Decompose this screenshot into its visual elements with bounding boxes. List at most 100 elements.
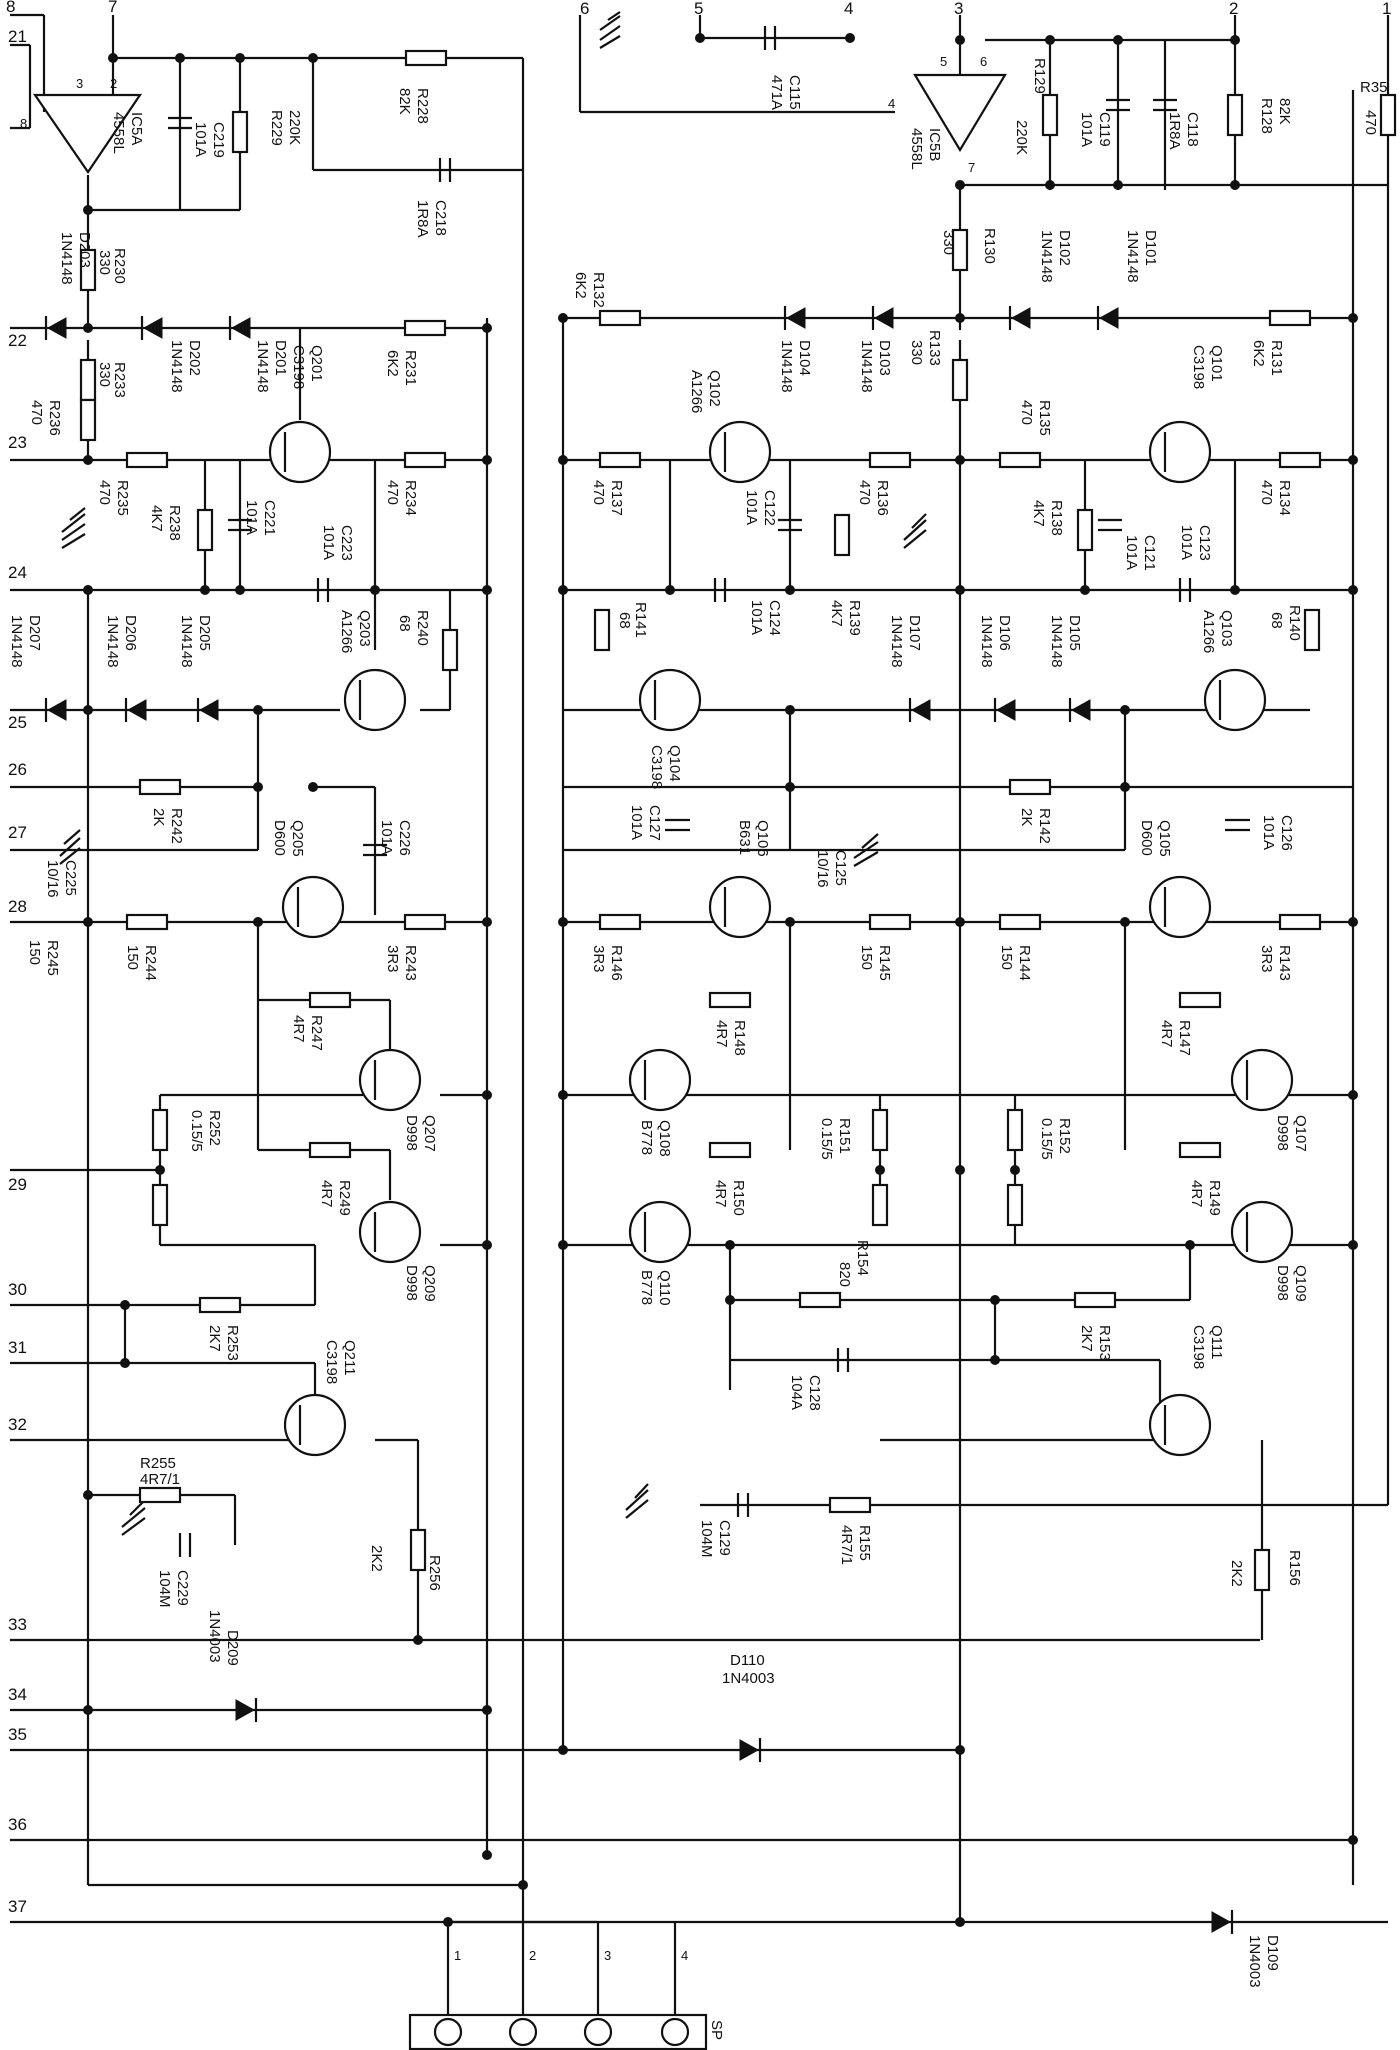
svg-text:R238: R238 bbox=[166, 505, 183, 541]
edge-pin: 1 bbox=[1382, 0, 1391, 18]
svg-text:R228: R228 bbox=[414, 88, 431, 124]
svg-text:4R7: 4R7 bbox=[1158, 1020, 1175, 1048]
svg-text:Q205: Q205 bbox=[289, 820, 306, 857]
svg-text:220K: 220K bbox=[1013, 120, 1030, 155]
capacitor-c124: C124 101A bbox=[713, 578, 783, 636]
svg-text:Q101: Q101 bbox=[1208, 345, 1225, 382]
diode-d205: D205 1N4148 bbox=[178, 615, 219, 722]
svg-text:R35: R35 bbox=[1360, 79, 1388, 96]
diode-d106: D106 1N4148 bbox=[978, 615, 1016, 722]
svg-text:D110: D110 bbox=[730, 1652, 765, 1669]
edge-pin: 22 bbox=[8, 331, 27, 350]
svg-text:C3198: C3198 bbox=[323, 1340, 340, 1384]
resistor-r139: R139 4K7 bbox=[828, 513, 863, 636]
resistor-r148: R148 4R7 bbox=[708, 991, 752, 1056]
capacitor-c225: C225 10/16 bbox=[44, 860, 79, 898]
svg-text:Q111: Q111 bbox=[1208, 1325, 1225, 1359]
svg-text:4K7: 4K7 bbox=[148, 505, 165, 532]
svg-text:A1266: A1266 bbox=[688, 370, 705, 413]
edge-pin: 21 bbox=[8, 27, 27, 46]
capacitors: C219 101A C218 1R8A C221 101A C223 101A … bbox=[44, 26, 1295, 1608]
svg-text:101A: 101A bbox=[320, 525, 337, 560]
transistor-q201: Q201 C3198 bbox=[268, 345, 332, 484]
edge-pin: 29 bbox=[8, 1175, 27, 1194]
resistor-r143: R143 3R3 bbox=[1258, 913, 1322, 981]
transistor-q111: Q111 C3198 bbox=[1148, 1325, 1225, 1457]
svg-text:3R3: 3R3 bbox=[384, 945, 401, 973]
svg-text:1N4148: 1N4148 bbox=[178, 615, 195, 668]
resistor-r133: R133 330 bbox=[908, 330, 969, 402]
transistor-q209: Q209 D998 bbox=[358, 1200, 438, 1302]
svg-text:10/16: 10/16 bbox=[44, 860, 61, 898]
svg-text:150: 150 bbox=[858, 945, 875, 970]
svg-text:R138: R138 bbox=[1048, 500, 1065, 536]
resistor-r132: R132 6K2 bbox=[572, 272, 642, 327]
svg-text:330: 330 bbox=[96, 362, 113, 387]
svg-text:4558L: 4558L bbox=[908, 128, 925, 170]
diode-d202: D202 1N4148 bbox=[140, 316, 203, 393]
svg-text:R253: R253 bbox=[224, 1325, 241, 1361]
capacitor-c125: C125 10/16 bbox=[814, 850, 849, 888]
svg-text:101A: 101A bbox=[243, 500, 260, 535]
svg-text:1N4148: 1N4148 bbox=[1124, 230, 1141, 283]
resistor-r233: R233 330 bbox=[79, 358, 128, 402]
transistors: Q201 C3198 Q203 A1266 Q205 D600 Q207 D99… bbox=[268, 345, 1309, 1457]
svg-text:R131: R131 bbox=[1268, 340, 1285, 376]
svg-text:IC5A: IC5A bbox=[128, 112, 145, 145]
svg-text:1N4148: 1N4148 bbox=[1038, 230, 1055, 283]
edge-pin: 31 bbox=[8, 1338, 27, 1357]
capacitor-c229: C229 104M bbox=[156, 1533, 192, 1608]
svg-text:101A: 101A bbox=[743, 490, 760, 525]
resistor-r135: R135 470 bbox=[998, 400, 1053, 469]
svg-text:4: 4 bbox=[681, 1948, 688, 1963]
edge-pin: 4 bbox=[844, 0, 853, 18]
svg-text:101A: 101A bbox=[1178, 525, 1195, 560]
svg-text:Q108: Q108 bbox=[656, 1120, 673, 1157]
svg-text:Q104: Q104 bbox=[666, 745, 683, 782]
svg-text:D101: D101 bbox=[1142, 230, 1159, 266]
svg-text:A1266: A1266 bbox=[338, 610, 355, 653]
svg-text:101A: 101A bbox=[748, 600, 765, 635]
resistor-r244: R244 150 bbox=[124, 913, 169, 981]
ground-symbols bbox=[59, 11, 927, 1536]
svg-text:D107: D107 bbox=[906, 615, 923, 651]
capacitor-c218: C218 1R8A bbox=[414, 158, 452, 238]
resistor-r130: R130 330 bbox=[940, 228, 998, 272]
svg-text:470: 470 bbox=[96, 480, 113, 505]
svg-text:C226: C226 bbox=[396, 820, 413, 856]
resistor-r228: R228 82K bbox=[396, 49, 448, 124]
svg-text:3: 3 bbox=[604, 1948, 611, 1963]
diode-d103: D103 1N4148 bbox=[858, 306, 894, 393]
svg-text:1R8A: 1R8A bbox=[414, 200, 431, 238]
svg-text:C119: C119 bbox=[1096, 112, 1113, 147]
svg-text:R134: R134 bbox=[1276, 480, 1293, 516]
resistor-r136: R136 470 bbox=[856, 451, 912, 516]
resistor-r240: R240 68 bbox=[396, 610, 459, 672]
svg-text:IC5B: IC5B bbox=[926, 128, 943, 161]
svg-text:1N4148: 1N4148 bbox=[858, 340, 875, 393]
svg-text:D600: D600 bbox=[1138, 820, 1155, 856]
svg-text:R145: R145 bbox=[876, 945, 893, 981]
svg-text:D203: D203 bbox=[76, 232, 93, 268]
edge-pin: 30 bbox=[8, 1280, 27, 1299]
svg-text:4R7: 4R7 bbox=[318, 1180, 335, 1208]
svg-text:C122: C122 bbox=[761, 490, 778, 526]
svg-text:101A: 101A bbox=[1260, 815, 1277, 850]
svg-text:Q209: Q209 bbox=[421, 1265, 438, 1302]
edge-pin: 7 bbox=[108, 0, 117, 16]
svg-text:R255: R255 bbox=[140, 1455, 176, 1472]
svg-text:470: 470 bbox=[1362, 110, 1379, 135]
svg-text:R234: R234 bbox=[402, 480, 419, 516]
svg-text:0.15/5: 0.15/5 bbox=[818, 1118, 835, 1160]
edge-pin: 25 bbox=[8, 713, 27, 732]
svg-text:4R7: 4R7 bbox=[290, 1015, 307, 1043]
svg-text:R240: R240 bbox=[414, 610, 431, 646]
svg-text:C3198: C3198 bbox=[1190, 1325, 1207, 1369]
capacitor-c128: C128 104A bbox=[788, 1348, 850, 1411]
svg-text:470: 470 bbox=[590, 480, 607, 505]
edge-pin: 36 bbox=[8, 1815, 27, 1834]
svg-text:R137: R137 bbox=[608, 480, 625, 516]
diode-d109: D109 1N4003 bbox=[1211, 1910, 1281, 1988]
svg-text:C225: C225 bbox=[62, 860, 79, 896]
svg-text:R156: R156 bbox=[1286, 1550, 1303, 1586]
